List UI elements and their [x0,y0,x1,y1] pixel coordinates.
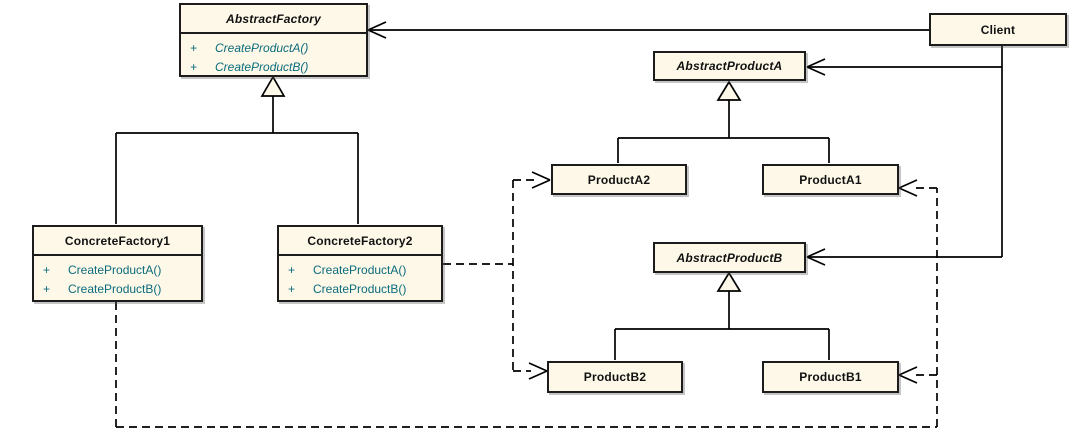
class-box-product-a1: ProductA1 [762,164,899,195]
class-box-product-b2: ProductB2 [547,361,683,393]
factory-generalization-tree [115,75,359,224]
class-box-client: Client [929,13,1067,46]
method-row: + CreateProductA() [190,41,309,55]
method-row: + CreateProductB() [190,60,309,74]
client-to-products-arrows [806,46,1003,266]
class-box-abstract-product-b: AbstractProductB [653,242,806,273]
method-row: + CreateProductB() [43,282,162,296]
method-row: + CreateProductA() [43,263,162,277]
class-box-product-b1: ProductB1 [762,361,899,393]
product-a-generalization-tree [617,80,830,163]
class-title: ProductA1 [799,172,862,187]
class-box-concrete-factory-1: ConcreteFactory1 + CreateProductA() + Cr… [32,225,203,302]
class-title: Client [980,22,1016,37]
class-title: AbstractFactory [225,11,322,26]
concretefactory1-dependency-lines [115,179,938,428]
class-title: ProductB2 [583,370,647,384]
class-box-abstract-factory: AbstractFactory + CreateProductA() + Cre… [179,3,368,77]
class-box-product-a2: ProductA2 [551,164,687,195]
class-methods: + CreateProductA() + CreateProductB() [181,32,366,77]
class-title: AbstractProductA [676,59,783,73]
class-title: AbstractProductB [676,250,783,265]
client-to-abstractfactory-arrow [367,21,929,39]
class-methods: + CreateProductA() + CreateProductB() [279,254,441,299]
class-title: ProductB1 [799,370,862,384]
method-row: + CreateProductA() [288,263,407,277]
class-title: ConcreteFactory1 [64,233,171,248]
class-title: ConcreteFactory2 [307,233,413,248]
method-row: + CreateProductB() [288,282,407,296]
class-title: ProductA2 [587,172,651,187]
product-b-generalization-tree [614,271,830,360]
class-box-concrete-factory-2: ConcreteFactory2 + CreateProductA() + Cr… [277,225,443,302]
class-box-abstract-product-a: AbstractProductA [653,51,806,81]
class-methods: + CreateProductA() + CreateProductB() [34,254,201,299]
concretefactory2-dependency-lines [443,171,551,380]
